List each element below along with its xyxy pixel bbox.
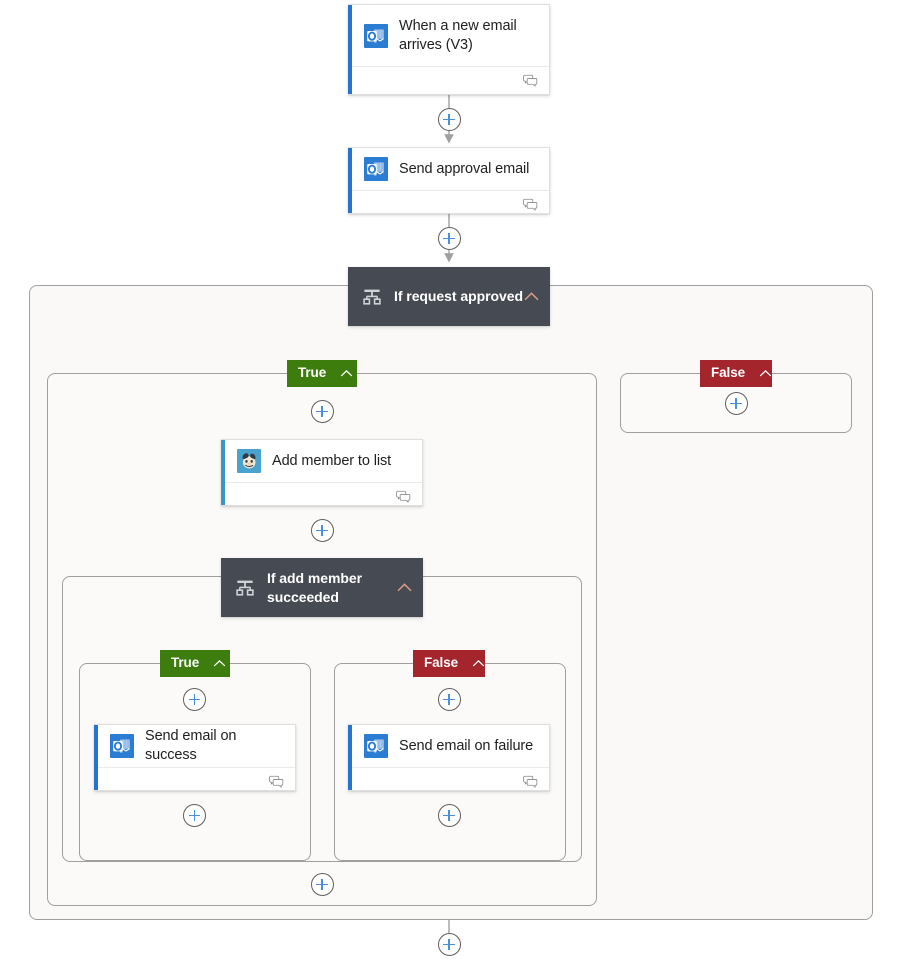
add-step-button-after-add-member[interactable] (310, 519, 334, 542)
chevron-up-icon[interactable] (396, 579, 413, 596)
badge-inner-false[interactable]: False (413, 649, 486, 677)
add-step-button-after-trigger[interactable] (437, 108, 461, 131)
card-title: Add member to list (272, 452, 392, 469)
card-send-email-on-failure[interactable]: Send email on failure (348, 724, 550, 791)
badge-outer-true[interactable]: True (287, 359, 357, 387)
card-send-approval-email[interactable]: Send approval email (348, 147, 550, 214)
badge-inner-true[interactable]: True (160, 649, 230, 677)
condition-header-if-request-approved[interactable]: If request approved (348, 267, 550, 326)
outlook-icon (110, 734, 134, 758)
condition-branch-icon (236, 580, 254, 596)
card-header: Send email on failure (348, 725, 549, 767)
badge-label: True (171, 655, 200, 670)
chevron-up-icon[interactable] (758, 366, 773, 381)
card-title: Send approval email (399, 160, 530, 177)
add-step-button-after-send-approval[interactable] (437, 227, 461, 250)
condition-title: If request approved (394, 288, 523, 304)
card-add-member-to-list[interactable]: Add member to list (221, 439, 423, 506)
add-step-button-before-send-failure[interactable] (437, 688, 461, 711)
chevron-up-icon[interactable] (471, 656, 486, 671)
mailchimp-icon (237, 449, 261, 473)
chevron-up-icon[interactable] (523, 288, 540, 305)
card-accent-bar (348, 725, 352, 790)
add-step-button-before-send-success[interactable] (183, 688, 206, 711)
card-footer (348, 767, 549, 795)
condition-branch-icon (363, 289, 381, 305)
badge-label: True (298, 365, 327, 380)
card-header: Add member to list (221, 440, 422, 482)
card-title: Send email on failure (399, 737, 534, 754)
condition-title: If add member succeeded (267, 569, 363, 605)
card-accent-bar (221, 440, 225, 505)
comments-icon[interactable] (269, 775, 284, 788)
comments-icon[interactable] (396, 490, 411, 503)
comments-icon[interactable] (523, 198, 538, 211)
card-footer (348, 190, 549, 218)
card-title: Send email on success (145, 728, 237, 763)
card-footer (221, 482, 422, 510)
card-title: When a new email arrives (V3) (399, 17, 517, 53)
outlook-icon (364, 734, 388, 758)
add-step-button-after-inner-condition[interactable] (310, 873, 334, 896)
outlook-icon (364, 23, 388, 48)
outlook-icon (364, 157, 388, 181)
add-step-button-after-send-failure[interactable] (437, 804, 461, 827)
comments-icon[interactable] (523, 775, 538, 788)
add-step-button-in-false-branch[interactable] (724, 392, 748, 415)
card-when-a-new-email-arrives[interactable]: When a new email arrives (V3) (348, 4, 550, 95)
card-footer (348, 66, 549, 94)
card-accent-bar (94, 725, 98, 790)
badge-label: False (424, 655, 459, 670)
chevron-up-icon[interactable] (212, 656, 227, 671)
card-header: Send email on success (94, 725, 295, 767)
card-send-email-on-success[interactable]: Send email on success (94, 724, 296, 791)
badge-label: False (711, 365, 746, 380)
card-accent-bar (348, 148, 352, 213)
add-step-button-before-add-member[interactable] (310, 400, 334, 423)
card-header: Send approval email (348, 148, 549, 190)
badge-outer-false[interactable]: False (700, 359, 773, 387)
add-step-button-after-outer-condition[interactable] (437, 933, 461, 956)
condition-header-if-add-member-succeeded[interactable]: If add member succeeded (221, 558, 423, 617)
card-footer (94, 767, 295, 795)
chevron-up-icon[interactable] (339, 366, 354, 381)
comments-icon[interactable] (523, 74, 538, 87)
card-header: When a new email arrives (V3) (348, 5, 549, 66)
card-accent-bar (348, 5, 352, 94)
add-step-button-after-send-success[interactable] (183, 804, 206, 827)
